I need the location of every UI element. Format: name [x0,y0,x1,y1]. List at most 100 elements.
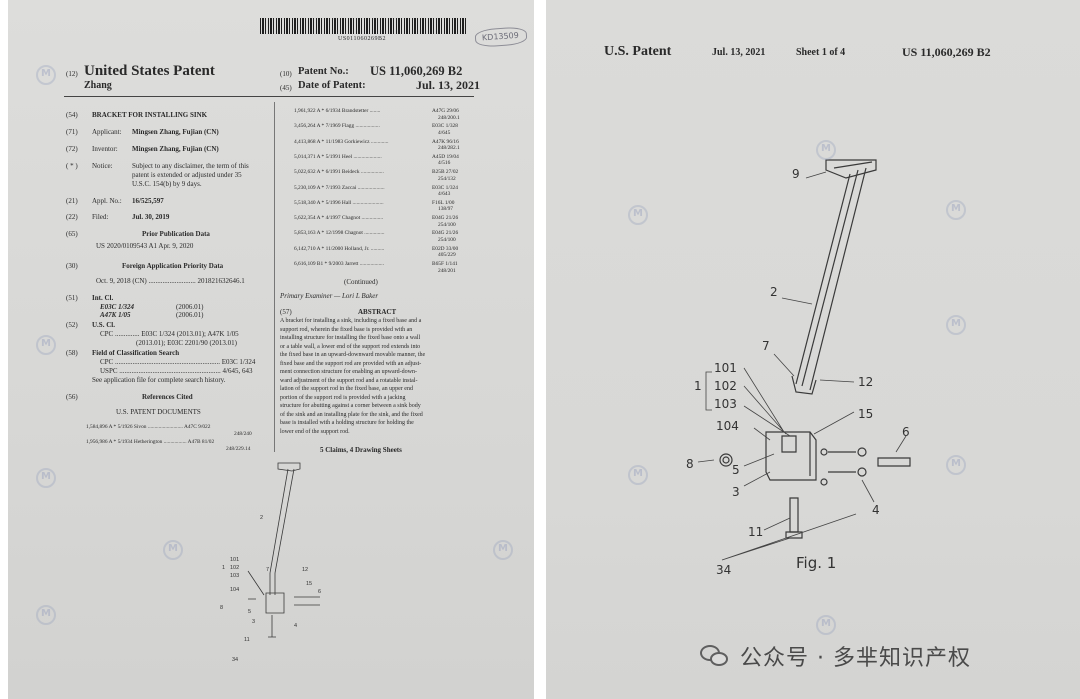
fig-label-6: 6 [902,425,910,439]
reference-2-class: 248/229.14 [226,446,251,452]
int-cl-2-year: (2006.01) [176,311,204,319]
reference-class: A47K 96/16 [432,138,459,145]
inid-54: (54) [66,111,78,119]
inid-71: (71) [66,128,78,136]
reference-class: B65F 1/141 [432,261,458,267]
fp-label-34: 34 [232,657,238,663]
sheet-header-title: U.S. Patent [604,44,672,59]
inventor-label: Inventor: [92,145,118,153]
classification-search-label: Field of Classification Search [92,349,180,357]
patent-no-label: Patent No.: [298,66,349,77]
reference-entry: 5,230,109 A * 7/1993 Zaccai ............… [294,184,385,191]
figure-caption: Fig. 1 [796,554,837,572]
abstract-line: lation of the support rod in the fixed b… [280,386,413,392]
watermark-icon [36,468,56,488]
patent-date: Jul. 13, 2021 [416,78,481,92]
reference-entry: 5,014,371 A * 5/1991 Heel ..............… [294,153,382,160]
reference-entry: 5,518,340 A * 5/1996 Hall ..............… [294,199,384,206]
sheet-header-sheet: Sheet 1 of 4 [796,47,846,58]
fig-label-11: 11 [748,525,763,539]
reference-class: B25B 27/02 [432,169,459,176]
fig-label-101: 101 [714,361,737,375]
prior-publication-value: US 2020/0109543 A1 Apr. 9, 2020 [96,242,194,250]
primary-examiner: Primary Examiner — Lori L Baker [280,292,379,300]
abstract-line: portion of the support rod is provided w… [280,394,406,401]
reference-1: 1,584,896 A * 5/1926 Sivon .............… [86,424,211,430]
fp-label-12: 12 [302,567,308,573]
barcode [260,18,468,34]
reference-subclass: 4/516 [438,160,451,167]
inid-72: (72) [66,145,78,153]
fig-label-15: 15 [858,407,873,421]
applicant-label: Applicant: [92,128,122,136]
watermark-icon [946,455,966,475]
fp-label-6: 6 [318,589,321,595]
fp-label-4: 4 [294,623,297,629]
fp-label-103: 103 [230,573,239,579]
claims-summary: 5 Claims, 4 Drawing Sheets [320,446,402,454]
reference-class: E03C 1/324 [432,184,458,191]
watermark-icon [816,615,836,635]
fig-label-104: 104 [716,419,739,433]
fp-label-8: 8 [220,605,223,611]
date-label: Date of Patent: [298,80,366,91]
inid-22: (22) [66,213,78,221]
fp-label-102: 102 [230,565,239,571]
reference-class: F16L 1/00 [432,199,455,206]
classification-note: See application file for complete search… [92,376,226,384]
fp-label-101: 101 [230,557,239,563]
appl-no-label: Appl. No.: [92,197,122,205]
fig-label-1: 1 [694,379,702,393]
reference-subclass: 254/100 [438,221,456,228]
fp-label-11: 11 [244,637,250,643]
column-divider [274,102,275,452]
patent-drawing-sheet: U.S. Patent Jul. 13, 2021 Sheet 1 of 4 U… [546,0,1080,699]
watermark-icon [816,140,836,160]
fig-label-8: 8 [686,457,694,471]
int-cl-1-year: (2006.01) [176,303,204,311]
reference-entry: 3,456,264 A * 7/1969 Flagg .............… [294,123,380,130]
fig-label-3: 3 [732,485,740,499]
inid-65: (65) [66,230,78,238]
reference-subclass: 248/282.1 [438,145,460,152]
figure-1-drawing: 9 2 7 12 101 102 103 1 15 104 6 8 5 3 4 … [686,159,911,577]
sheet-header-date: Jul. 13, 2021 [712,47,766,58]
applicant-value: Mingsen Zhang, Fujian (CN) [132,128,219,136]
reference-subclass: 4/645 [438,129,451,136]
inid-52: (52) [66,321,78,329]
reference-entry: 4,413,868 A * 11/1983 Gorkiewicz .......… [294,138,389,145]
patent-number: US 11,060,269 B2 [370,64,463,78]
abstract-line: installing structure for installing the … [280,335,421,341]
reference-entry: 6,616,109 B1 * 9/2003 Jarrett ..........… [294,261,384,267]
wechat-footer: 公众号 · 多芈知识产权 [700,636,971,676]
inid-58: (58) [66,349,78,357]
fig-label-102: 102 [714,379,737,393]
abstract-line: the fixed base in an upward-downward mov… [280,352,426,358]
notice-line-2: patent is extended or adjusted under 35 [132,171,242,179]
header-rule [64,96,474,97]
reference-class: E04G 21/26 [432,215,459,222]
inid-57: (57) [280,308,292,316]
int-cl-1: E03C 1/324 [100,303,135,311]
inid-30: (30) [66,262,78,270]
int-cl-label: Int. Cl. [92,294,114,302]
us-cl-line-1: CPC .............. E03C 1/324 (2013.01);… [100,330,239,338]
notice-line-1: Subject to any disclaimer, the term of t… [132,162,249,170]
foreign-priority-title: Foreign Application Priority Data [122,262,224,270]
reference-entry: 6,142,710 A * 11/2000 Holland, Jr. .....… [294,245,385,252]
abstract-line: base is installed with a holding structu… [280,420,414,426]
abstract-line: of the sink and an installing plate for … [280,411,423,418]
fp-label-104: 104 [230,587,239,593]
invention-title: BRACKET FOR INSTALLING SINK [92,111,208,119]
reference-entry: 1,961,922 A * 6/1934 Brandstetter ......… [294,108,381,114]
abstract-line: structure for abutting against a corner … [280,403,421,409]
fig-label-7: 7 [762,339,770,353]
fp-label-2: 2 [260,515,263,521]
patent-front-page: US011060269B2 KD13509 (12) United States… [8,0,534,699]
fp-label-15: 15 [306,581,312,587]
fp-label-7: 7 [266,567,269,573]
watermark-icon [493,540,513,560]
references-cited-title: References Cited [142,393,193,401]
inventor-value: Mingsen Zhang, Fujian (CN) [132,145,219,153]
reference-subclass: 138/97 [438,206,453,213]
